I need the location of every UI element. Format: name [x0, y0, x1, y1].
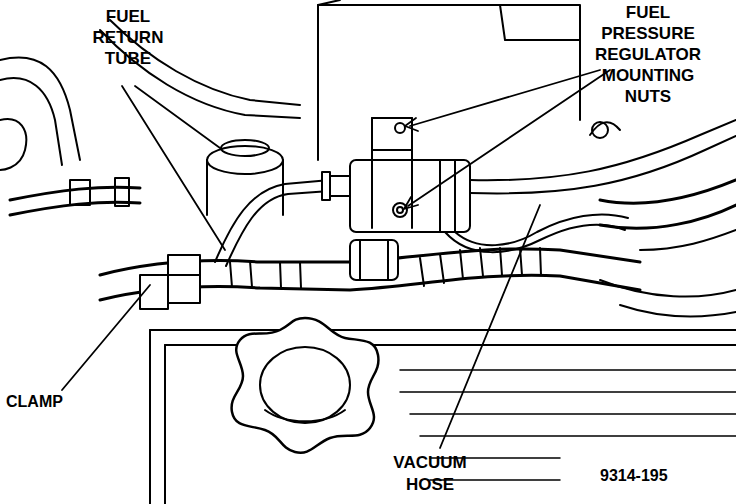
part-label: CLAMP [6, 392, 96, 412]
part-label: VACUUM HOSE [385, 452, 475, 496]
figure-number: 9314-195 [600, 466, 720, 486]
part-label: FUEL PRESSURE REGULATOR MOUNTING NUTS [589, 2, 707, 107]
part-label: FUEL RETURN TUBE [88, 6, 168, 69]
